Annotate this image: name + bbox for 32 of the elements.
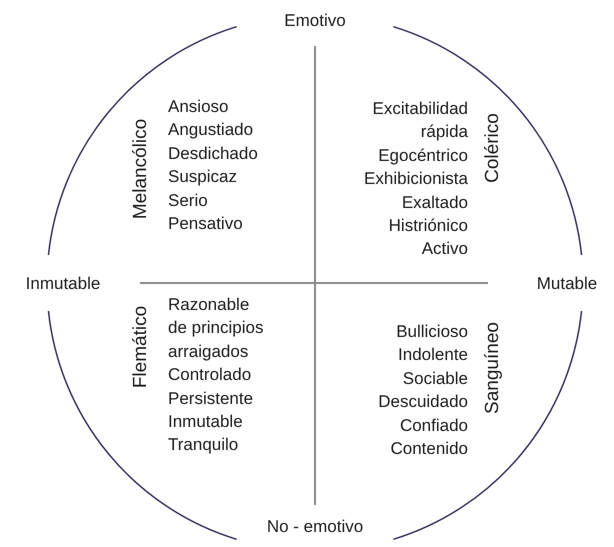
trait-item: Controlado bbox=[168, 364, 252, 386]
axis-label: Emotivo bbox=[284, 11, 346, 31]
trait-item: Bullicioso bbox=[395, 321, 468, 343]
trait-item: de principios arraigados bbox=[168, 317, 264, 363]
axis-label: Mutable bbox=[536, 274, 598, 294]
trait-item: Descuidado bbox=[377, 391, 468, 414]
trait-item: Serio bbox=[168, 190, 209, 212]
trait-item: Exhibicionista bbox=[363, 168, 468, 190]
trait-item: Activo bbox=[420, 238, 468, 260]
trait-item: Contenido bbox=[389, 438, 468, 460]
trait-item: Inmutable bbox=[168, 411, 244, 434]
trait-item: Tranquilo bbox=[168, 434, 240, 456]
trait-item: Histriónico bbox=[388, 215, 468, 238]
axis-label: Inmutable bbox=[26, 274, 100, 294]
trait-item: Suspicaz bbox=[168, 166, 238, 188]
axis-label: No - emotivo bbox=[266, 517, 364, 537]
quadrant-title: Flemático bbox=[131, 306, 151, 388]
trait-item: Egocéntrico bbox=[377, 144, 468, 167]
trait-item: Sociable bbox=[402, 368, 468, 390]
trait-item: Ansioso bbox=[168, 96, 230, 118]
quadrant-title: Melancólico bbox=[131, 118, 151, 220]
trait-item: Desdichado bbox=[168, 142, 259, 165]
trait-item: Indolente bbox=[397, 344, 468, 366]
trait-item: Persistente bbox=[168, 388, 254, 410]
quadrant-title: Sanguíneo bbox=[483, 322, 503, 414]
trait-item: Angustiado bbox=[168, 119, 254, 142]
trait-item: Exaltado bbox=[400, 192, 468, 214]
trait-item: Excitabilidad rápida bbox=[372, 98, 468, 144]
trait-item: Razonable bbox=[168, 294, 250, 316]
trait-item: Pensativo bbox=[168, 213, 244, 236]
quadrant-title: Colérico bbox=[483, 113, 503, 183]
trait-item: Confiado bbox=[398, 414, 468, 437]
